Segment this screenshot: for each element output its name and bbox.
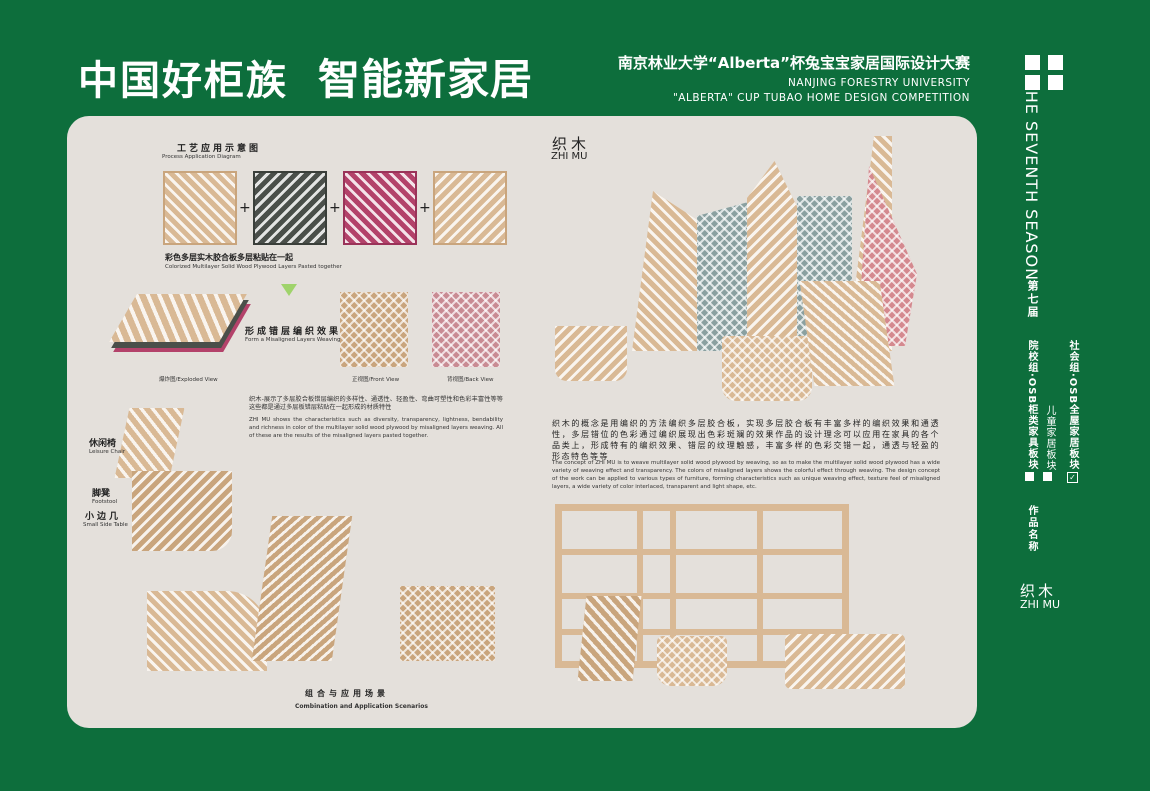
process-caption-en: Colorized Multilayer Solid Wood Plywood … bbox=[165, 264, 342, 270]
logo-square bbox=[1025, 55, 1040, 70]
stool-image bbox=[147, 591, 267, 671]
concept-en: The concept of ZHI MU is to weave multil… bbox=[552, 460, 940, 490]
logo-square bbox=[1048, 55, 1063, 70]
side-table-en: Small Side Table bbox=[83, 522, 128, 528]
work-name-en: ZHI MU bbox=[1020, 598, 1061, 611]
chair-image bbox=[251, 516, 353, 661]
process-title-cn: 工艺应用示意图 bbox=[177, 144, 262, 154]
plus-sign: + bbox=[419, 200, 431, 216]
side-table-cn: 小边几 bbox=[85, 512, 122, 522]
logo-square bbox=[1025, 75, 1040, 90]
header-title-smart-home: 智能新家居 bbox=[318, 55, 534, 104]
group-school: 院校组·OSB柜类家具板块 bbox=[1026, 340, 1037, 471]
screen-panel-image bbox=[797, 196, 852, 351]
leisure-chair-en: Leisure Chair bbox=[89, 449, 125, 455]
weave-title-en: Form a Misaligned Layers Weaving Effect bbox=[245, 337, 359, 343]
sidebar: THE SEVENTH SEASON 第七届 社会组·OSB全屋家居板块 ✓ 儿… bbox=[990, 0, 1150, 791]
season-cn: 第七届 bbox=[1026, 280, 1039, 319]
front-view-image bbox=[340, 292, 408, 367]
exploded-view-label: 爆炸图/Exploded View bbox=[159, 377, 218, 383]
leisure-chair-cn: 休闲椅 bbox=[89, 439, 117, 449]
work-name-label: 作品名称 bbox=[1026, 505, 1037, 553]
plus-sign: + bbox=[329, 200, 341, 216]
chair-image bbox=[577, 596, 642, 681]
side-table-image bbox=[785, 634, 905, 689]
back-view-image bbox=[432, 292, 500, 367]
concept-name-en: ZHI MU bbox=[551, 151, 588, 162]
checkbox-icon bbox=[1025, 472, 1034, 481]
season-en: THE SEVENTH SEASON bbox=[1022, 80, 1041, 282]
wood-panel-image bbox=[433, 171, 507, 245]
stool-image bbox=[555, 326, 627, 381]
group-social: 社会组·OSB全屋家居板块 bbox=[1067, 340, 1078, 471]
competition-cn: 南京林业大学“Alberta”杯兔宝宝家居国际设计大赛 bbox=[617, 54, 970, 72]
concept-name-cn: 织木 bbox=[552, 135, 591, 153]
chair-back-image bbox=[114, 408, 185, 478]
concept-cn: 织木的概念是用编织的方法编织多层胶合板，实现多层胶合板有丰富多样的编织效果和通透… bbox=[552, 419, 940, 461]
screen-panel-image bbox=[697, 201, 752, 351]
header-title: 中国好柜族 bbox=[78, 58, 288, 104]
header-competition: 南京林业大学“Alberta”杯兔宝宝家居国际设计大赛 NANJING FORE… bbox=[618, 52, 970, 106]
screen-panel-image bbox=[747, 161, 802, 346]
footstool-cn: 脚凳 bbox=[92, 489, 111, 499]
front-view-label: 正视图/Front View bbox=[352, 377, 400, 383]
footstool-en: Footstool bbox=[92, 499, 118, 505]
wood-panel-image bbox=[163, 171, 237, 245]
university-en: NANJING FORESTRY UNIVERSITY bbox=[788, 77, 970, 89]
plus-sign: + bbox=[239, 200, 251, 216]
intro-cn: 织木-展示了多层胶合板错层编织的多样性、通透性、轻盈性、弯曲可塑性和色彩丰富性等… bbox=[249, 396, 503, 411]
scenario-cn: 组合与应用场景 bbox=[305, 689, 389, 698]
weave-title-cn: 形成错层编织效果 bbox=[245, 327, 342, 337]
check-box-icon: ✓ bbox=[1067, 472, 1078, 483]
chair-image bbox=[799, 281, 895, 386]
gray-panel-image bbox=[253, 171, 327, 245]
screen-panel-image bbox=[632, 191, 702, 351]
magenta-panel-image bbox=[343, 171, 417, 245]
main-panel: 工艺应用示意图 Process Application Diagram + + … bbox=[67, 116, 977, 728]
side-table-image bbox=[400, 586, 495, 661]
chair-seat-image bbox=[132, 471, 232, 551]
arrow-down-icon bbox=[281, 284, 297, 296]
stool-image bbox=[722, 336, 812, 401]
scenario-en: Combination and Application Scenarios bbox=[295, 703, 428, 710]
children-group: 儿童家居板块 bbox=[1044, 405, 1055, 471]
back-view-label: 背视图/Back View bbox=[447, 377, 494, 383]
work-name-cn: 织木 bbox=[1020, 582, 1057, 600]
intro-en: ZHI MU shows the characteristics such as… bbox=[249, 417, 503, 439]
process-caption-cn: 彩色多层实木胶合板多层粘贴在一起 bbox=[165, 253, 293, 262]
logo-square bbox=[1048, 75, 1063, 90]
stool-image bbox=[657, 636, 727, 686]
process-title-en: Process Application Diagram bbox=[162, 154, 241, 160]
checkbox-icon bbox=[1043, 472, 1052, 481]
competition-en: "ALBERTA" CUP TUBAO HOME DESIGN COMPETIT… bbox=[672, 92, 970, 104]
